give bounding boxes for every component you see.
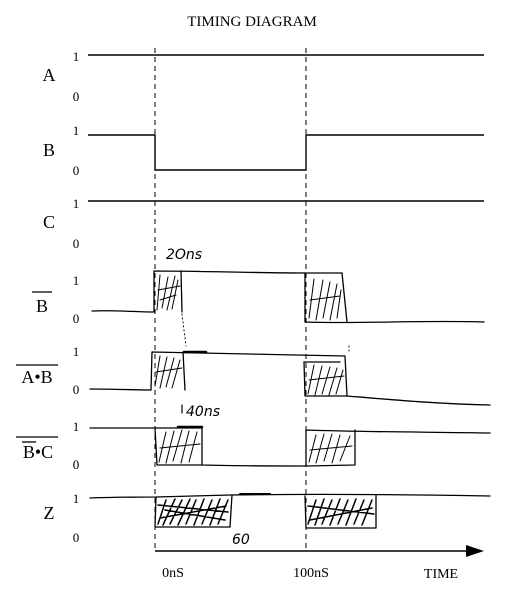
waveform-z-box-2 <box>304 494 377 529</box>
time-tick-100ns: 100nS <box>293 566 329 581</box>
level-low: 0 <box>73 457 80 472</box>
signal-label-bbar-c: B•C <box>23 442 53 462</box>
signal-labels: A B C B A•B B•C Z <box>21 65 55 523</box>
signal-label-z: Z <box>44 503 55 523</box>
waveform-bbar-c <box>89 427 491 467</box>
time-reference-lines <box>154 48 307 548</box>
delay-annotations: 2Ons 40ns 60 <box>166 247 250 548</box>
level-high: 1 <box>73 344 80 359</box>
dotted-trace <box>181 313 187 347</box>
annotation-delay-bbar-c: 40ns <box>186 404 220 420</box>
waveform-nand-ab <box>89 351 491 406</box>
signal-label-a: A <box>43 65 56 85</box>
diagram-title: TIMING DIAGRAM <box>187 14 317 30</box>
level-low: 0 <box>73 311 80 326</box>
level-high: 1 <box>73 123 80 138</box>
hatch-nand-ab-2 <box>307 364 345 396</box>
signal-label-nand-ab: A•B <box>21 367 52 387</box>
level-high: 1 <box>73 49 80 64</box>
annotation-marks <box>176 313 350 495</box>
level-high: 1 <box>73 491 80 506</box>
hatch-z-2 <box>307 498 375 526</box>
waveform-nand-ab-edge-1 <box>182 351 186 391</box>
signal-label-bbar: B <box>36 296 48 316</box>
waveform-bbar <box>91 270 485 324</box>
signal-label-c: C <box>43 212 55 232</box>
waveform-b <box>88 134 484 171</box>
time-tick-0ns: 0nS <box>162 566 184 581</box>
time-axis-arrow-icon <box>466 545 484 557</box>
waveform-bbar-c-edge-1 <box>154 427 203 466</box>
hatch-nand-ab-1 <box>154 355 183 389</box>
waveform-z-low-box <box>154 494 233 528</box>
hatch-z-1 <box>157 498 229 526</box>
typed-waveforms <box>88 54 484 202</box>
waveform-nand-ab-edge-2 <box>303 361 348 397</box>
overbars <box>16 291 58 443</box>
signal-label-b: B <box>43 140 55 160</box>
hatch-bbar-c-2 <box>308 433 353 464</box>
level-low: 0 <box>73 163 80 178</box>
waveform-bbar-c-edge-2 <box>305 429 356 467</box>
annotation-delay-bbar: 2Ons <box>166 247 202 263</box>
annotation-delay-z: 60 <box>232 532 250 548</box>
level-low: 0 <box>73 89 80 104</box>
level-low: 0 <box>73 530 80 545</box>
level-high: 1 <box>73 419 80 434</box>
hatch-regions <box>154 274 375 526</box>
waveform-bbar-edge-2 <box>304 272 348 323</box>
hatch-bbar-2 <box>308 278 342 321</box>
time-axis: 0nS 100nS TIME <box>155 545 484 582</box>
hatch-bbar-1 <box>156 274 181 311</box>
hand-waveforms <box>89 270 491 529</box>
time-axis-label: TIME <box>424 567 458 582</box>
level-high: 1 <box>73 273 80 288</box>
level-labels: 1 0 1 0 1 0 1 0 1 0 1 0 1 0 <box>73 49 80 545</box>
waveform-bbar-edge-1 <box>180 270 183 313</box>
level-low: 0 <box>73 236 80 251</box>
level-high: 1 <box>73 196 80 211</box>
waveform-z <box>89 493 491 499</box>
level-low: 0 <box>73 382 80 397</box>
hatch-bbar-c-1 <box>158 429 201 464</box>
